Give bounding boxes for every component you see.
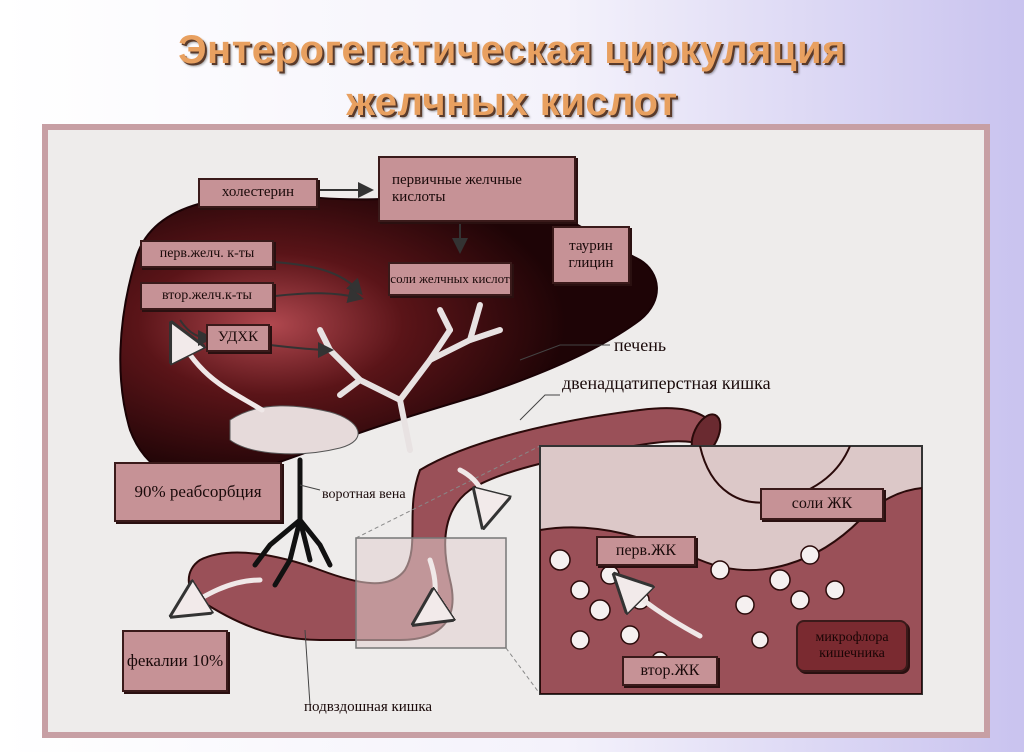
label-liver: печень xyxy=(614,334,667,355)
label-reabsorption: 90% реабсорбция xyxy=(114,462,282,522)
label-bile-salts: соли желчных кислот xyxy=(388,262,512,296)
label-ba-salts: соли ЖК xyxy=(760,488,884,520)
label-primary-bile-acids-short: перв.желч. к-ты xyxy=(140,240,274,268)
label-udca: УДХК xyxy=(206,324,270,352)
label-primary-bile-acids: первичные желчные кислоты xyxy=(378,156,576,222)
label-taurine-glycine: таурин глицин xyxy=(552,226,630,284)
label-secondary-ba: втор.ЖК xyxy=(622,656,718,686)
label-cholesterol: холестерин xyxy=(198,178,318,208)
label-portal-vein: воротная вена xyxy=(322,486,406,502)
slide-title-line1: Энтерогепатическая циркуляция xyxy=(178,28,846,72)
label-microflora: микрофлора кишечника xyxy=(796,620,908,672)
slide-title-line2: желчных кислот xyxy=(346,80,678,124)
label-secondary-bile-acids-short: втор.желч.к-ты xyxy=(140,282,274,310)
portal-vein xyxy=(252,457,333,588)
label-ileum: подвздошная кишка xyxy=(304,699,433,716)
label-feces: фекалии 10% xyxy=(122,630,228,692)
gallbladder-shape xyxy=(229,405,359,455)
label-primary-ba: перв.ЖК xyxy=(596,536,696,566)
label-duodenum: двенадцатиперстная кишка xyxy=(562,372,771,393)
